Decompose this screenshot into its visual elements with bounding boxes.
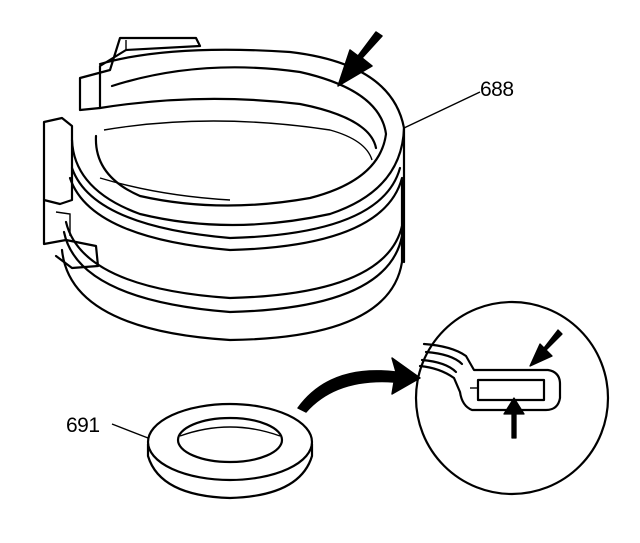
part-label-688: 688 bbox=[480, 78, 514, 101]
band-left-lug-upper bbox=[42, 116, 74, 206]
band-middle-groove bbox=[68, 176, 404, 252]
band-outer-bottom-edge bbox=[60, 178, 404, 342]
band-lower-groove bbox=[62, 230, 404, 314]
seal-cross-section-detail bbox=[414, 300, 610, 496]
band-upper-lug bbox=[78, 36, 202, 112]
band-left-lug-lower bbox=[42, 198, 100, 270]
arrow-down-left-icon bbox=[337, 31, 383, 87]
band-top-rim-outer bbox=[70, 48, 406, 227]
detail-circle bbox=[414, 300, 610, 496]
seal-outer-side bbox=[146, 442, 314, 500]
curved-callout-arrow bbox=[297, 357, 421, 413]
seal-profile-line-2 bbox=[420, 358, 458, 374]
curved-arrow-icon bbox=[297, 357, 421, 413]
band-inner-front-line bbox=[99, 177, 231, 201]
part-label-691: 691 bbox=[66, 414, 100, 437]
seal-outer-top bbox=[146, 402, 314, 482]
band-callout-arrow bbox=[337, 31, 383, 87]
seal-profile-outer bbox=[418, 342, 562, 412]
band-inner-back-wall-line bbox=[103, 120, 373, 161]
leader-line-688 bbox=[403, 91, 481, 129]
arrow-down-left-icon-detail bbox=[529, 329, 563, 367]
seal-inner-wall bbox=[179, 426, 281, 437]
seal-profile-channel bbox=[476, 378, 546, 402]
arrow-up-icon-detail bbox=[503, 397, 525, 439]
seal-ring-691 bbox=[146, 402, 314, 500]
leader-line-691 bbox=[111, 423, 149, 439]
band-lower-groove-edge bbox=[64, 220, 404, 300]
band-left-lug-detail bbox=[55, 211, 71, 236]
band-inner-back-wall bbox=[98, 97, 378, 150]
seal-inner-hole bbox=[176, 416, 284, 464]
band-top-rim-inner bbox=[94, 66, 388, 207]
seal-profile-line-1 bbox=[424, 350, 464, 366]
band-assembly-688 bbox=[42, 36, 406, 342]
band-middle-groove-edge bbox=[70, 166, 402, 240]
